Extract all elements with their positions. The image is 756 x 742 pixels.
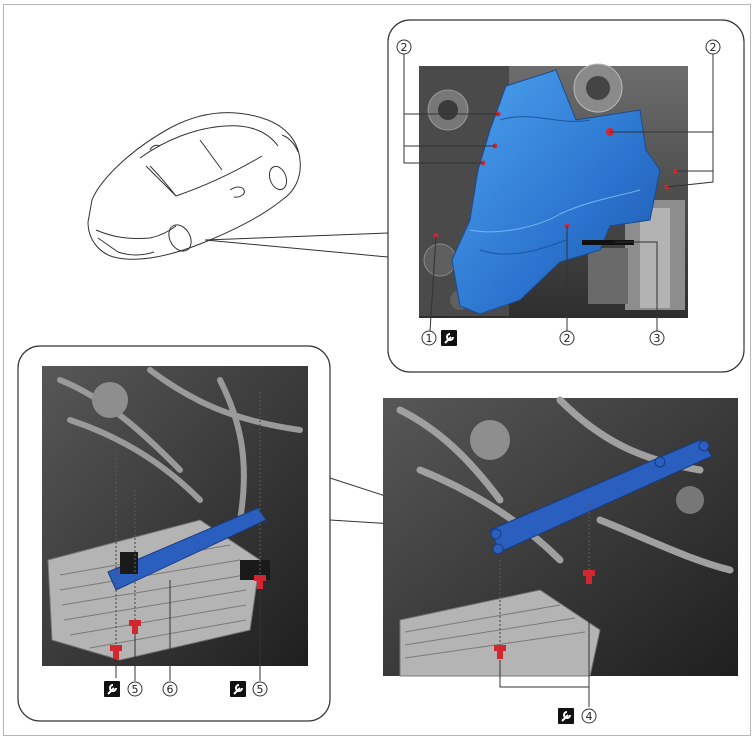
callout-5-left: 5: [127, 681, 143, 697]
member-bolts-right: [494, 570, 595, 659]
svg-text:3: 3: [654, 332, 661, 345]
underbody-joint: [92, 382, 128, 418]
callout-5-right: 5: [252, 681, 268, 697]
svg-text:6: 6: [167, 683, 174, 696]
wrench-icon: [558, 708, 574, 724]
svg-text:5: 5: [257, 683, 264, 696]
callout-4: 4: [581, 708, 597, 724]
outer-frame: [3, 4, 751, 736]
member-bracket: [120, 552, 138, 574]
svg-text:2: 2: [401, 41, 408, 54]
svg-text:1: 1: [426, 332, 433, 345]
bottom-right-photo: [383, 396, 738, 707]
callout-3: 3: [649, 330, 665, 346]
underbody-details-left: [57, 367, 303, 523]
bottom-left-callout-box: 5 6 5: [17, 345, 331, 722]
top-box-leaders: [403, 54, 714, 332]
top-callout-box: 2 2 1 2 3: [387, 19, 745, 373]
car-outline: [87, 112, 301, 260]
member-bolts-left: [110, 575, 266, 659]
callout-2-top-right: 2: [705, 39, 721, 55]
wrench-icon: [104, 681, 120, 697]
svg-text:5: 5: [132, 683, 139, 696]
cross-member-left: [107, 507, 267, 591]
callout-2-bottom: 2: [559, 330, 575, 346]
callout-2-top-left: 2: [396, 39, 412, 55]
clip-part: [582, 240, 634, 245]
svg-text:2: 2: [564, 332, 571, 345]
bolt-paths-left: [115, 392, 261, 645]
callout-6: 6: [162, 681, 178, 697]
wrench-icon: [230, 681, 246, 697]
svg-text:4: 4: [586, 710, 593, 723]
callout-1: 1: [421, 330, 437, 346]
svg-text:2: 2: [710, 41, 717, 54]
wrench-icon: [441, 330, 457, 346]
bottom-left-leaders: [115, 580, 261, 681]
zoom-leaders-top: [204, 232, 389, 258]
